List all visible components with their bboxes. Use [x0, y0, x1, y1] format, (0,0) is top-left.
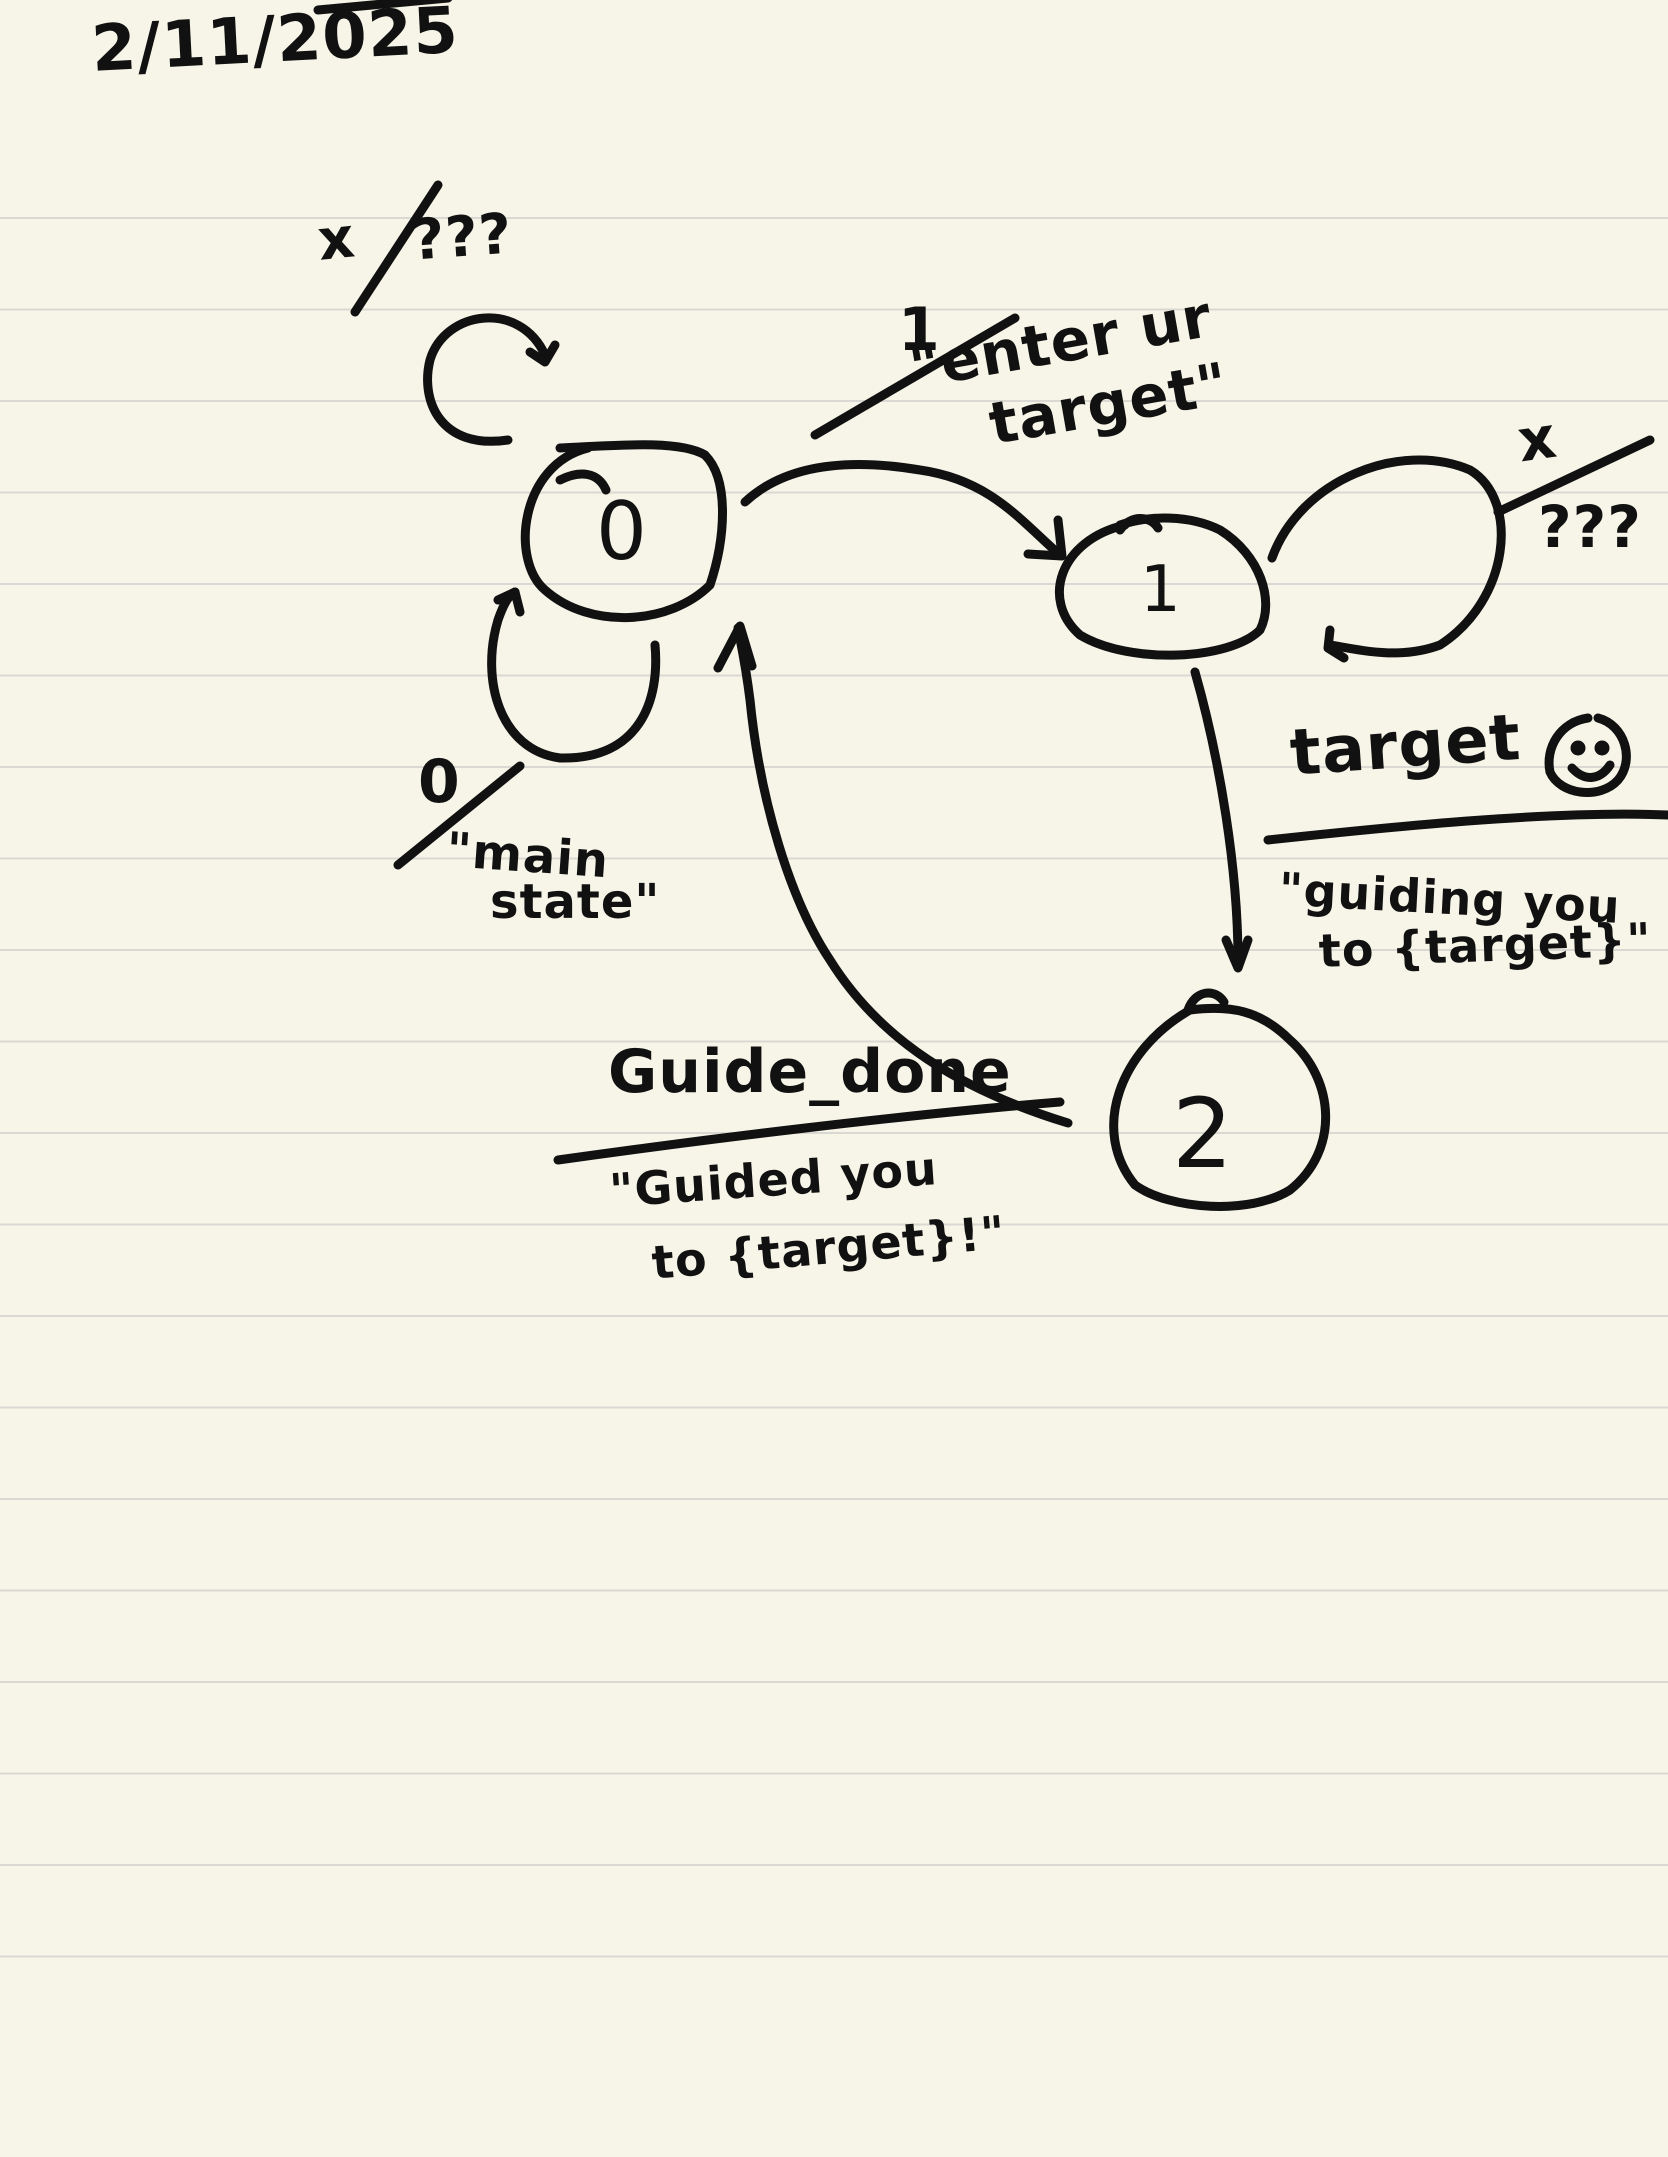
- state-0-circle: [520, 440, 727, 623]
- loop-0-top-input: x: [314, 205, 359, 274]
- bar-loop-0-bottom: [393, 761, 525, 870]
- edge-1-to-2-output-line-2: to {target}": [1317, 912, 1653, 978]
- date-flourish: [313, 0, 453, 15]
- bar-0-to-1: [810, 313, 1020, 440]
- loop-0-bottom-input: 0: [418, 747, 461, 817]
- edge-1-to-2: [1190, 667, 1243, 965]
- date-heading: 2/11/2025: [89, 0, 461, 87]
- loop-1-input: x: [1513, 402, 1561, 476]
- bar-loop-1: [1493, 435, 1655, 517]
- state-2-label: 2: [1172, 1078, 1235, 1190]
- edge-1-to-2-arrowhead: [1221, 935, 1253, 973]
- loop-0-bottom: [487, 587, 661, 763]
- loop-0-top-arrowhead: [525, 340, 560, 367]
- loop-0-top: [423, 313, 550, 446]
- state-2-tick: [1183, 988, 1229, 1015]
- loop-0-top-output: ???: [409, 201, 515, 274]
- edge-1-to-2-input: target: [1287, 700, 1524, 791]
- state-2-circle: [1109, 1003, 1331, 1211]
- loop-0-bottom-output-line-2: state": [490, 874, 661, 930]
- edge-2-to-0-arrowhead: [713, 621, 757, 673]
- state-1-tick: [1115, 514, 1163, 535]
- loop-0-bottom-arrowhead: [493, 587, 525, 617]
- loop-1: [1267, 455, 1506, 658]
- smiley-face-icon: [1544, 713, 1631, 797]
- bar-1-to-2: [1263, 809, 1668, 845]
- state-0-label: 0: [596, 485, 648, 578]
- ruled-lines: [0, 217, 1668, 1958]
- bar-2-to-0: [553, 1097, 1065, 1165]
- loop-1-output: ???: [1538, 493, 1642, 561]
- edge-0-to-1-arrowhead: [1023, 515, 1067, 561]
- edge-0-to-1-input: 1: [898, 295, 941, 365]
- bar-loop-0-top: [350, 180, 443, 317]
- loop-1-arrowhead: [1323, 625, 1349, 663]
- edge-2-to-0-input: Guide_done: [608, 1037, 1012, 1107]
- edge-2-to-0: [733, 623, 1073, 1128]
- edge-0-to-1: [740, 460, 1065, 560]
- state-1-label: 1: [1140, 553, 1182, 627]
- state-0-tick: [555, 469, 611, 495]
- state-1-circle: [1054, 513, 1271, 660]
